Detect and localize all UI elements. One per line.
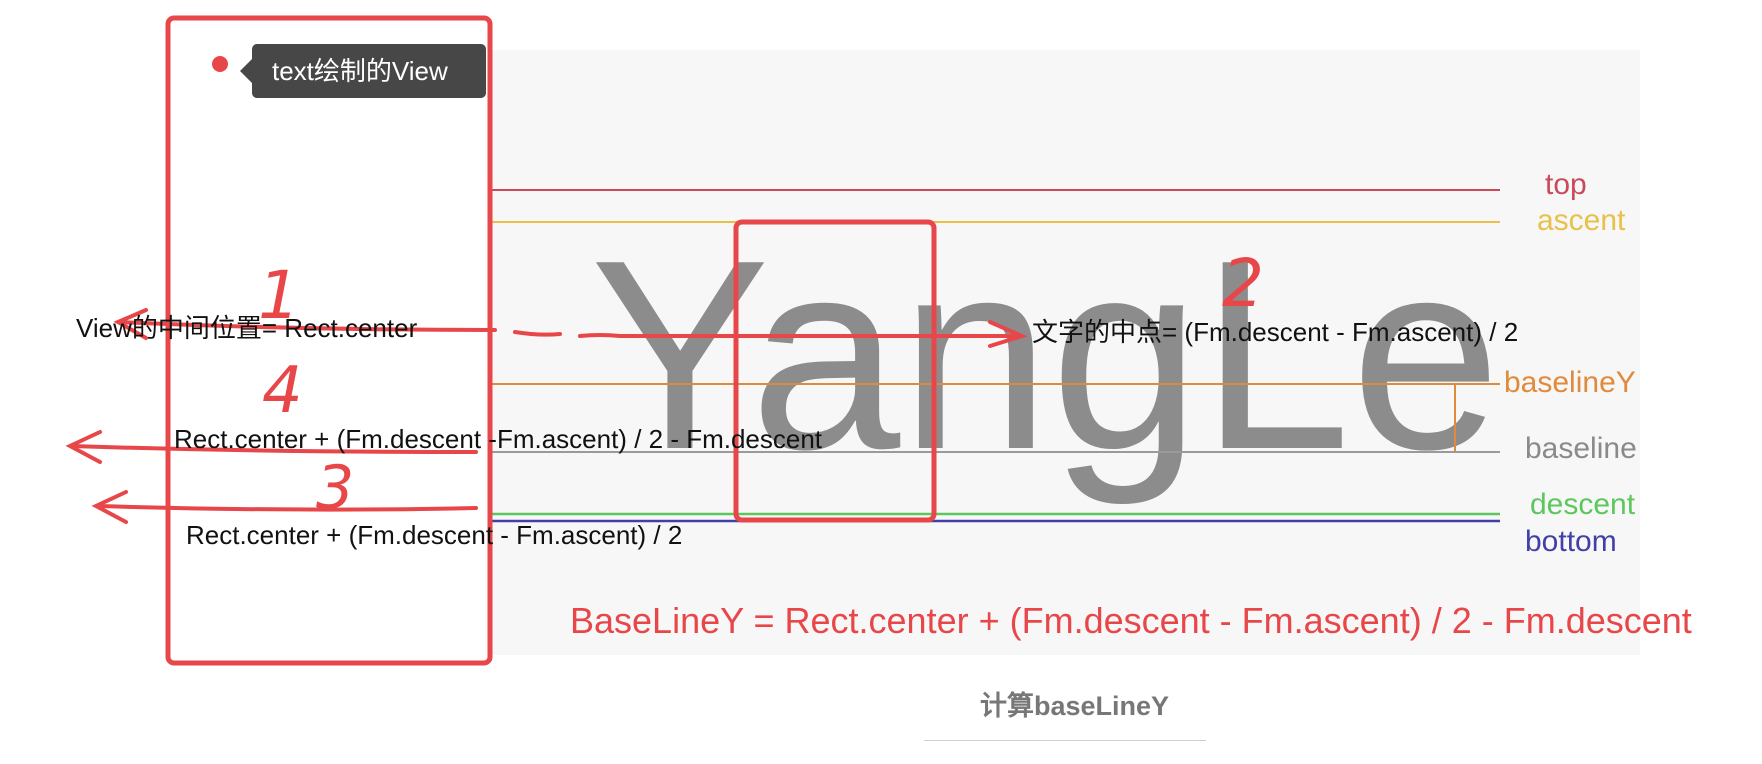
- step-number-4: 4: [262, 354, 303, 428]
- diagram-panel: [490, 50, 1640, 655]
- step4-formula: Rect.center + (Fm.descent -Fm.ascent) / …: [174, 424, 823, 454]
- step3-formula: Rect.center + (Fm.descent - Fm.ascent) /…: [186, 520, 683, 550]
- record-dot-icon: [212, 56, 228, 72]
- label-ascent: ascent: [1537, 204, 1626, 237]
- step3-arrow-line: [96, 504, 478, 512]
- label-bottom: bottom: [1525, 525, 1617, 558]
- view-center-annotation: View的中间位置= Rect.center: [76, 313, 418, 343]
- caption-divider: [924, 740, 1206, 741]
- step4-arrow-icon: [65, 430, 102, 464]
- label-baselineY: baselineY: [1504, 366, 1636, 399]
- label-descent: descent: [1530, 488, 1636, 521]
- tooltip-label: text绘制的View: [240, 44, 486, 98]
- text-center-annotation: 文字的中点= (Fm.descent - Fm.ascent) / 2: [1032, 317, 1519, 347]
- figure-caption: 计算baseLineY: [980, 691, 1170, 721]
- final-formula: BaseLineY = Rect.center + (Fm.descent - …: [570, 600, 1692, 641]
- label-top: top: [1545, 168, 1587, 201]
- label-baseline: baseline: [1525, 432, 1637, 465]
- step-number-3: 3: [316, 453, 354, 523]
- step3-arrow-icon: [91, 490, 128, 524]
